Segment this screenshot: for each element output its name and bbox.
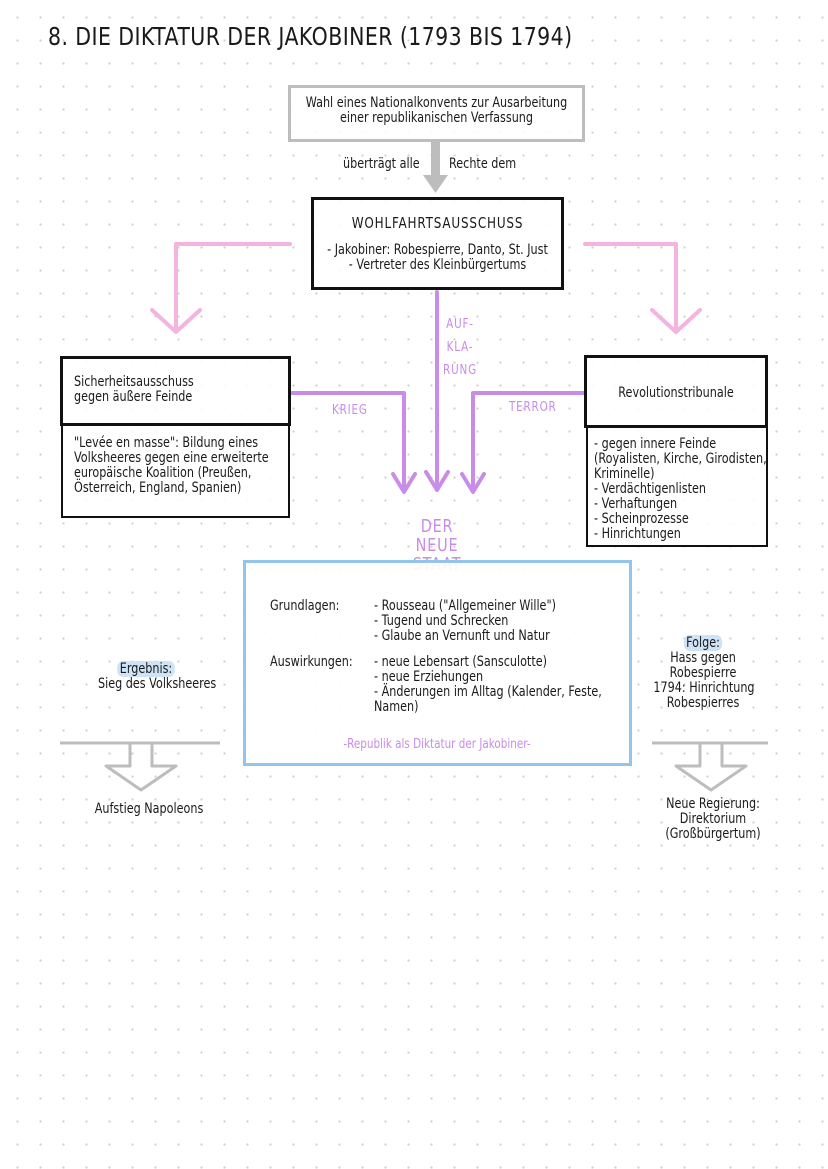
result-after-text: Aufstieg Napoleons (94, 801, 204, 817)
consequence-line2: Robespierre (669, 665, 737, 681)
committee-line2: - Vertreter des Kleinbürgertums (348, 257, 527, 273)
national-convention-line2: einer republikanischen Verfassung (339, 110, 534, 126)
effect-item-3: - Änderungen im Alltag (Kalender, Feste, (374, 684, 602, 700)
terror-label: TERROR (509, 400, 557, 415)
security-body-line3: europäische Koalition (Preußen, (74, 465, 252, 481)
national-convention-box (288, 85, 585, 142)
transfer-right-label: Rechte dem (449, 156, 517, 172)
tribunal-header (584, 355, 768, 428)
war-label: KRIEG (332, 403, 368, 418)
new-state-footer: -Republik als Diktatur der Jakobiner- (343, 737, 531, 752)
purple-arrow-war-icon (290, 391, 417, 494)
committee-title: WOHLFAHRTSAUSSCHUSS (351, 214, 524, 232)
effect-item-2: - neue Erziehungen (374, 669, 484, 685)
result-label: Ergebnis: (117, 661, 175, 677)
tribunal-line5: - Verhaftungen (594, 496, 678, 512)
tribunal-line3: Kriminelle) (594, 466, 655, 482)
foundation-item-2: - Tugend und Schrecken (374, 613, 509, 629)
enlightenment-label-1: AUF- (446, 317, 474, 332)
grey-arrow-down-icon (423, 142, 448, 193)
consequence-after-line2: Direktorium (679, 811, 747, 827)
security-committee-header (60, 356, 291, 426)
page-title: 8. DIE DIKTATUR DER JAKOBINER (1793 BIS … (48, 22, 573, 51)
consequence-label: Folge: (683, 635, 723, 651)
tribunal-title: Revolutionstribunale (618, 385, 734, 401)
consequence-line1: Hass gegen (670, 650, 736, 666)
tribunal-body (586, 428, 768, 547)
tribunal-line1: - gegen innere Feinde (594, 436, 717, 452)
committee-box (311, 197, 564, 290)
tribunal-line6: - Scheinprozesse (594, 511, 689, 527)
transfer-left-label: überträgt alle (343, 156, 420, 172)
foundation-item-3: - Glaube an Vernunft und Natur (374, 628, 550, 644)
effects-label: Auswirkungen: (270, 654, 353, 670)
consequence-line4: Robespierres (666, 695, 740, 711)
pink-arrow-left-icon (150, 242, 292, 334)
purple-arrow-center-icon (424, 290, 450, 492)
grey-outline-arrow-left-icon (60, 741, 220, 792)
result-text: Sieg des Volksheeres (98, 676, 217, 692)
committee-line1: - Jakobiner: Robespierre, Danto, St. Jus… (327, 242, 548, 258)
purple-arrow-terror-icon (460, 391, 585, 494)
consequence-line3: 1794: Hinrichtung (653, 680, 755, 696)
enlightenment-label-3: RUNG (443, 363, 477, 378)
security-header-line2: gegen äußere Feinde (74, 389, 193, 405)
consequence-after-line3: (Großbürgertum) (665, 826, 761, 842)
foundations-label: Grundlagen: (270, 598, 340, 614)
consequence-after-line1: Neue Regierung: (666, 796, 760, 812)
national-convention-line1: Wahl eines Nationalkonvents zur Ausarbei… (305, 95, 568, 111)
tribunal-line7: - Hinrichtungen (594, 526, 681, 542)
tribunal-line2: (Royalisten, Kirche, Girodisten, (594, 451, 767, 467)
new-state-heading-2: NEUE (415, 535, 459, 556)
new-state-heading-1: DER (420, 516, 454, 537)
effect-item-4: Namen) (374, 699, 419, 715)
foundation-item-1: - Rousseau ("Allgemeiner Wille") (374, 598, 556, 614)
security-body-line4: Österreich, England, Spanien) (74, 480, 242, 496)
new-state-box (243, 560, 632, 766)
security-body-line1: "Levée en masse": Bildung eines (74, 435, 259, 451)
enlightenment-label-2: KLA- (446, 340, 474, 355)
grey-outline-arrow-right-icon (652, 741, 768, 792)
security-header-line1: Sicherheitsausschuss (74, 374, 194, 390)
effect-item-1: - neue Lebensart (Sansculotte) (374, 654, 547, 670)
security-body-line2: Volksheeres gegen eine erweiterte (74, 450, 269, 466)
tribunal-line4: - Verdächtigenlisten (594, 481, 706, 497)
security-committee-body (61, 426, 290, 518)
pink-arrow-right-icon (583, 242, 702, 334)
